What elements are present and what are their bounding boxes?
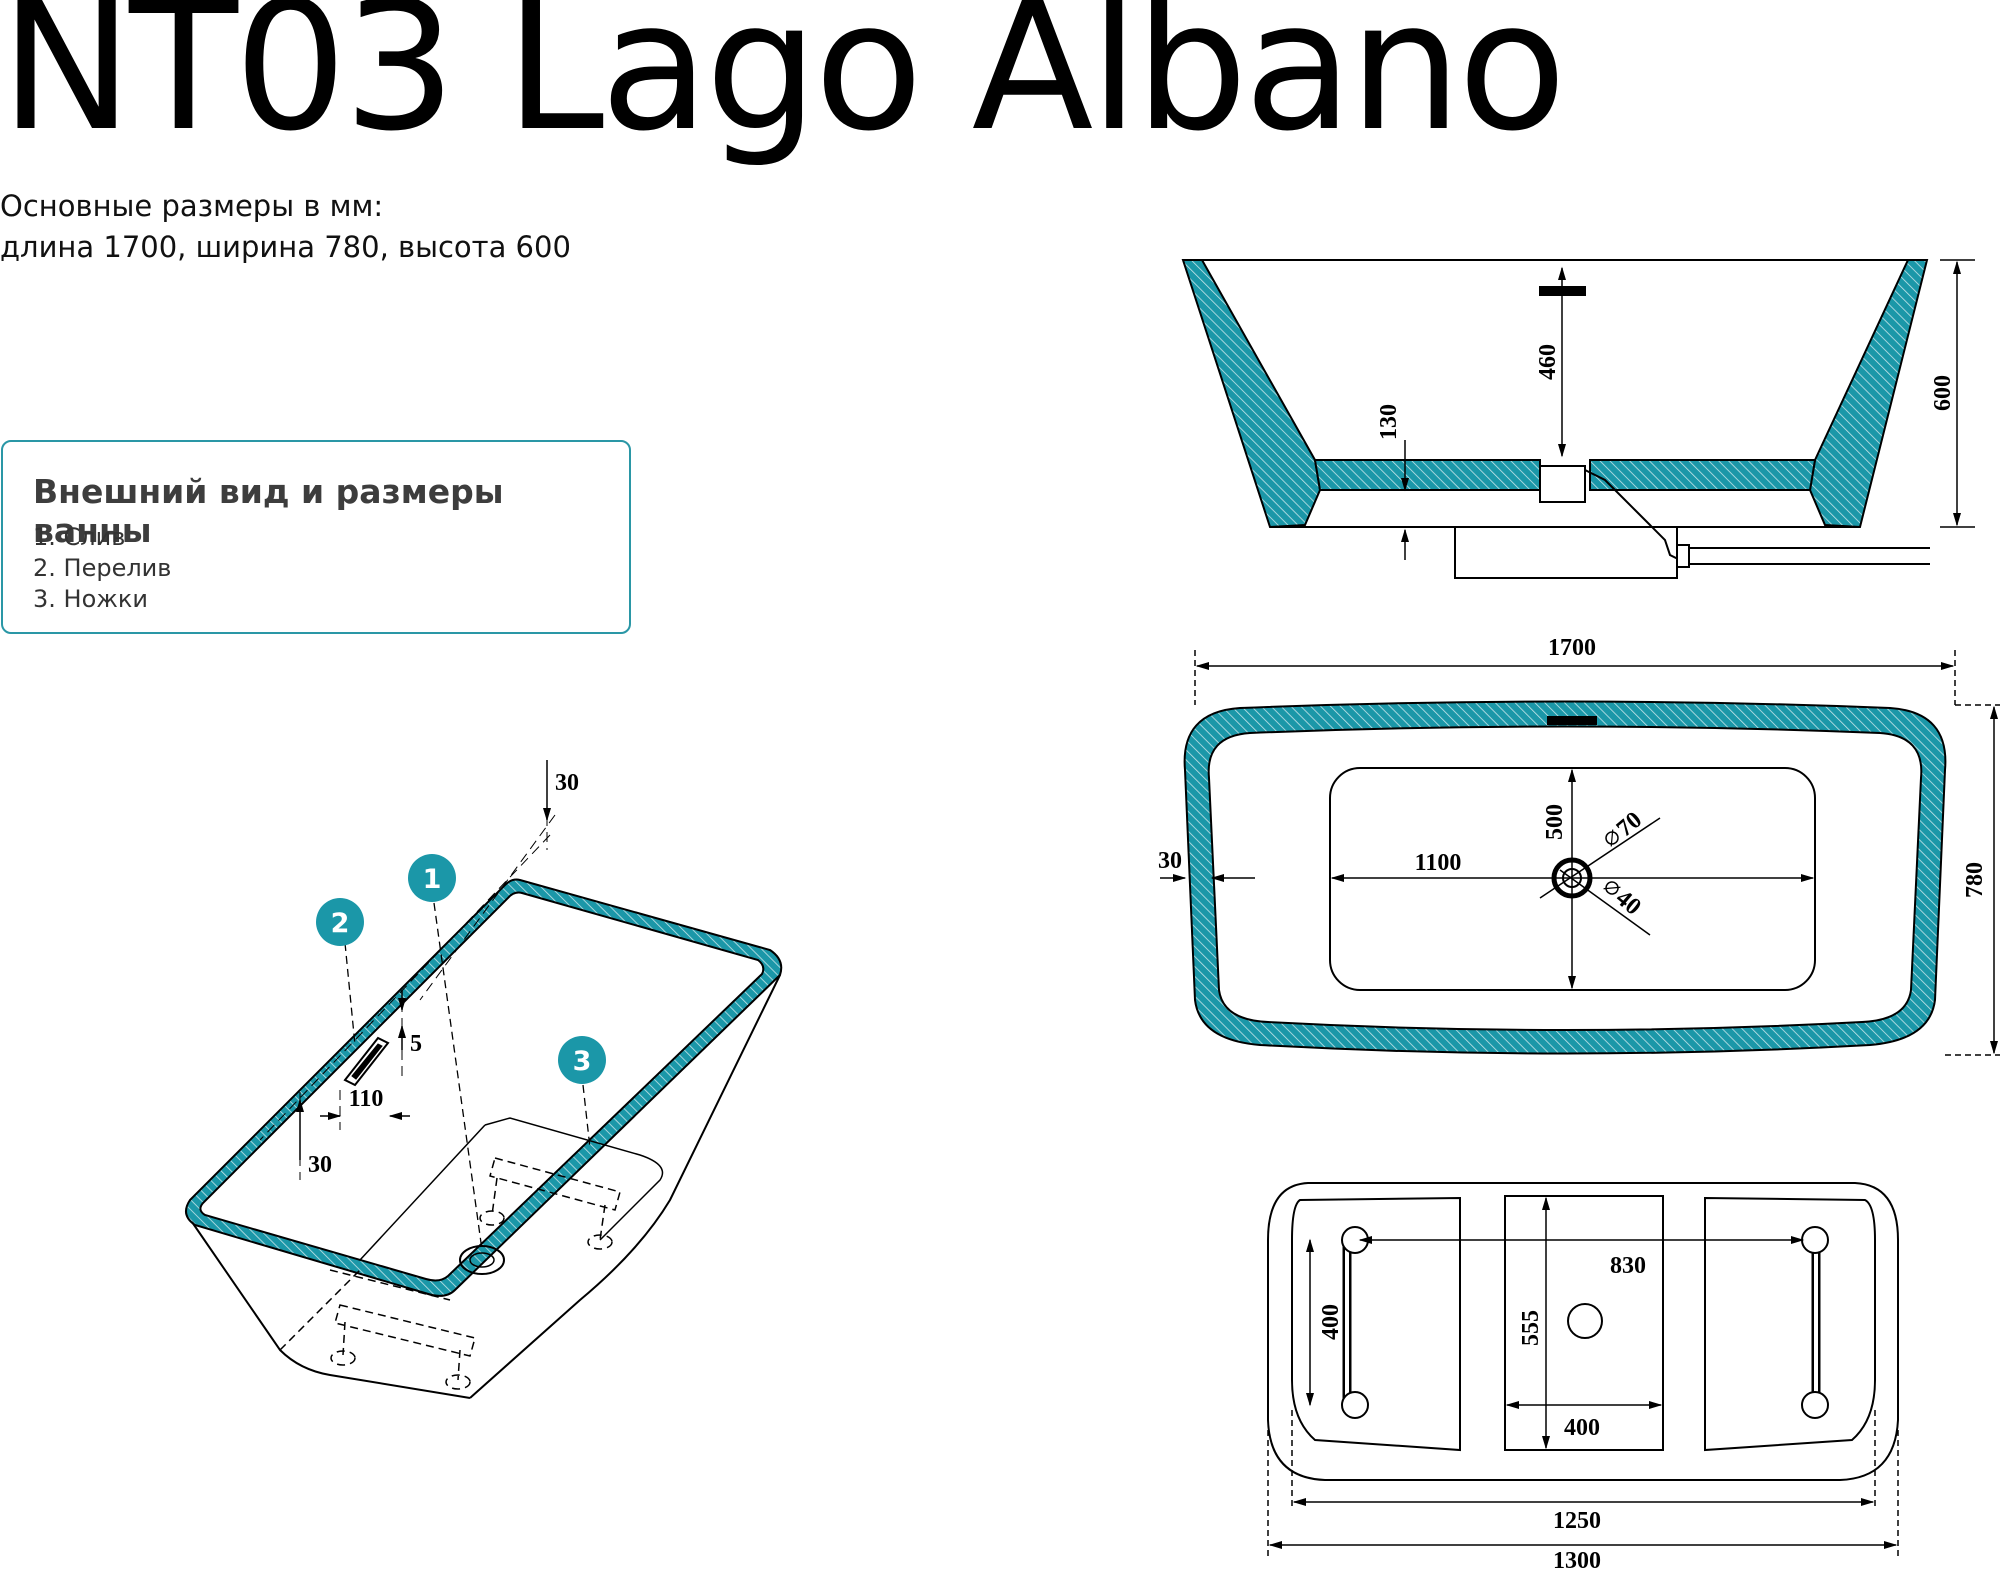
legend-box: Внешний вид и размеры ванны 1. Слив 2. П… xyxy=(1,440,631,634)
top-inner-width-label: 500 xyxy=(1542,804,1568,840)
top-dimensions xyxy=(1160,650,2000,1056)
side-depth-label: 460 xyxy=(1535,344,1561,380)
perspective-inner-floor xyxy=(484,1117,664,1241)
marker-legs-label: 3 xyxy=(573,1046,592,1077)
bottom-leg-length-label: 400 xyxy=(1318,1304,1344,1340)
top-inner-basin xyxy=(1329,767,1816,991)
bottom-drain-icon xyxy=(1567,1303,1603,1339)
marker-drain: 1 xyxy=(408,854,456,902)
legend-item-overflow: 2. Перелив xyxy=(33,554,172,582)
legend-list: 1. Слив 2. Перелив 3. Ножки xyxy=(33,522,171,615)
bottom-outline xyxy=(1267,1182,1899,1481)
main-dimensions-text: Основные размеры в мм: длина 1700, ширин… xyxy=(0,186,571,268)
leg-icon xyxy=(1801,1226,1829,1254)
perspective-inner-wall xyxy=(359,1124,486,1261)
drain-inner-dim: 40 xyxy=(1603,881,1646,921)
legend-item-legs: 3. Ножки xyxy=(33,585,148,613)
side-drain-outlet xyxy=(1676,544,1690,568)
legend-heading: Внешний вид и размеры ванны xyxy=(33,472,504,550)
side-height-label: 600 xyxy=(1930,375,1956,411)
perspective-dimensions xyxy=(295,760,552,1160)
bottom-inner-length-label: 1250 xyxy=(1553,1508,1601,1534)
perspective-body-right xyxy=(469,974,781,1399)
legend-item-drain: 1. Слив xyxy=(33,523,126,551)
bottom-right-pad xyxy=(1704,1196,1876,1452)
drain-inner-label: 40 xyxy=(1611,885,1646,920)
leg-icon xyxy=(1801,1391,1829,1419)
bottom-dimensions xyxy=(1267,1196,1899,1560)
side-shell-right xyxy=(1808,259,1929,529)
marker-drain-label: 1 xyxy=(423,864,442,895)
side-shell-left xyxy=(1181,259,1322,529)
top-rim-label: 30 xyxy=(1158,848,1182,874)
bottom-center-pad xyxy=(1504,1195,1664,1451)
top-length-label: 1700 xyxy=(1548,635,1596,661)
subtitle-line-2: длина 1700, ширина 780, высота 600 xyxy=(0,230,571,264)
perspective-top-offset-label: 30 xyxy=(555,770,579,796)
marker-overflow: 2 xyxy=(316,898,364,946)
bottom-center-height-label: 555 xyxy=(1518,1310,1544,1346)
side-drain-housing xyxy=(1454,527,1678,579)
top-rim-outer xyxy=(1183,700,1947,1055)
perspective-body-left xyxy=(191,1221,471,1399)
side-base-label: 130 xyxy=(1376,404,1402,440)
drain-outer-dim: 70 xyxy=(1605,807,1647,847)
subtitle-line-1: Основные размеры в мм: xyxy=(0,189,384,223)
leg-icon xyxy=(1341,1391,1369,1419)
bottom-left-pad xyxy=(1291,1196,1461,1452)
side-drain-block xyxy=(1539,465,1586,503)
side-dimensions xyxy=(1400,259,1975,560)
bottom-leg-spacing-label: 830 xyxy=(1610,1253,1646,1279)
perspective-leader-lines xyxy=(344,902,591,1251)
top-inner-length-label: 1100 xyxy=(1415,850,1462,876)
top-width-label: 780 xyxy=(1962,862,1988,898)
perspective-rim-offset-label: 30 xyxy=(308,1152,332,1178)
perspective-legs xyxy=(279,1157,621,1390)
perspective-overflow-width-label: 110 xyxy=(349,1086,384,1112)
bottom-center-width-label: 400 xyxy=(1564,1415,1600,1441)
side-section-view xyxy=(1181,259,1930,579)
perspective-drain-icon xyxy=(459,1245,505,1275)
perspective-overflow-gap-label: 5 xyxy=(410,1031,422,1057)
page-title: NT03 Lago Albano xyxy=(0,0,1567,170)
top-overflow-mark xyxy=(1547,716,1597,725)
perspective-view xyxy=(185,800,783,1399)
marker-overflow-label: 2 xyxy=(331,908,350,939)
marker-legs: 3 xyxy=(558,1036,606,1084)
side-drain-pipe xyxy=(1584,469,1681,561)
bottom-outer-length-label: 1300 xyxy=(1553,1548,1601,1571)
perspective-rim xyxy=(185,878,783,1297)
